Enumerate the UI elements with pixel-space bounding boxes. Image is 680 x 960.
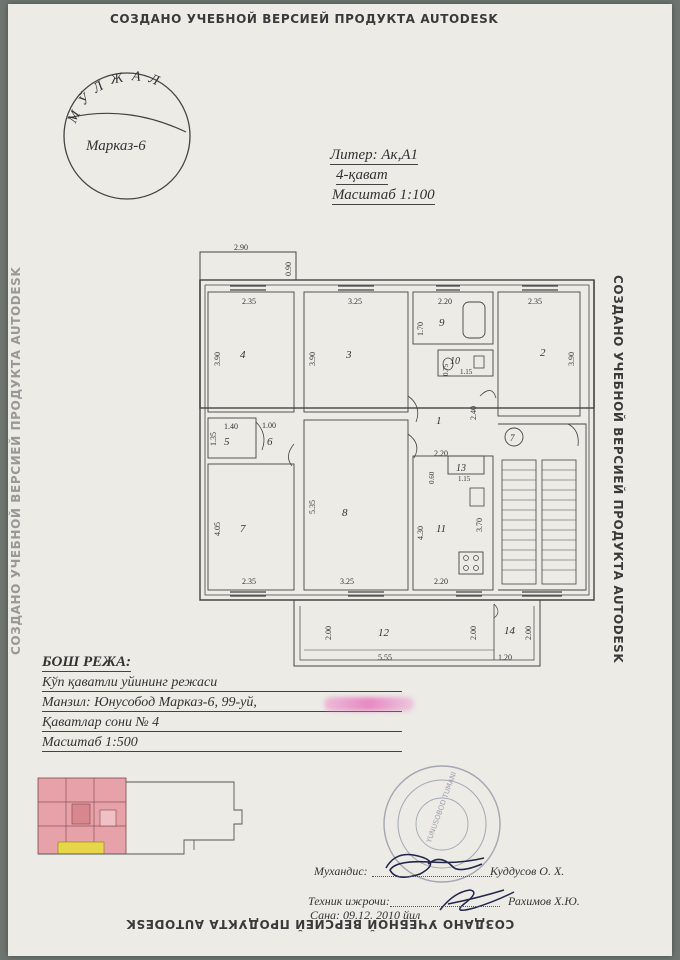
general-plan-subtitle: Кўп қаватли уйининг режаси: [42, 675, 402, 692]
room-10-label: 10: [450, 356, 460, 367]
technician-name: Рахимов Х.Ю.: [508, 894, 580, 908]
dim-room5-width: 1.40: [224, 422, 238, 431]
room-9-label: 9: [439, 317, 445, 329]
dim-room14-height: 2.00: [524, 626, 533, 640]
room-7-stair-label: 7: [510, 433, 515, 443]
site-plan-scale-label: Масштаб 1:500: [42, 735, 402, 752]
floor-label: 4-қават: [336, 167, 388, 185]
dim-room12-height: 2.00: [324, 626, 333, 640]
document-date: Сана: 09.12. 2010 йил: [310, 908, 421, 922]
official-stamp: YUNUSOBOD TUMANI: [383, 765, 501, 883]
dim-room10-width2: 1.15: [460, 368, 473, 376]
dim-room7-width: 2.35: [242, 577, 256, 586]
dim-balcony-depth: 0.90: [284, 262, 293, 276]
engineer-label: Мухандис:: [314, 864, 368, 878]
dim-room6-width: 1.00: [262, 421, 276, 430]
dim-room12-width: 5.55: [378, 653, 392, 662]
dim-room10-width: 0.75: [442, 363, 450, 376]
dim-room2-height: 3.90: [567, 352, 576, 366]
redacted-address-blur: [324, 697, 414, 711]
plan-drawing: МЎЛЖАЛ Марказ-6: [37, 69, 595, 911]
room-1-label: 1: [436, 415, 442, 427]
dim-room11-height2: 3.70: [475, 518, 484, 532]
dim-room5-height: 1.35: [209, 432, 218, 446]
technician-signature: [439, 889, 515, 911]
floors-count-label: Қаватлар сони № 4: [42, 715, 402, 732]
dim-room3-height: 3.90: [308, 352, 317, 366]
svg-text:МЎЛЖАЛ: МЎЛЖАЛ: [65, 69, 169, 126]
dim-room9-width: 2.20: [438, 297, 452, 306]
document-sheet: СОЗДАНО УЧЕБНОЙ ВЕРСИЕЙ ПРОДУКТА AUTODES…: [8, 4, 672, 956]
floor-plan: [199, 251, 595, 667]
room-13-label: 13: [456, 463, 466, 474]
dim-room2-width: 2.35: [528, 297, 542, 306]
room-11-label: 11: [436, 523, 446, 535]
room-12-label: 12: [378, 627, 390, 639]
dim-room4-width: 2.35: [242, 297, 256, 306]
engineer-signature: [385, 853, 485, 878]
room-14-label: 14: [504, 625, 516, 637]
scale-label: Масштаб 1:100: [332, 187, 435, 205]
room-8-label: 8: [342, 507, 348, 519]
dim-room3-width: 3.25: [348, 297, 362, 306]
dim-room7-height: 4.05: [213, 522, 222, 536]
circle-stamp-place: Марказ-6: [85, 138, 146, 154]
liter-label: Литер: Ак,А1: [330, 147, 418, 165]
dim-room9-height: 1.70: [416, 322, 425, 336]
dim-room4-height: 3.90: [213, 352, 222, 366]
dim-room8-height: 5.35: [308, 500, 317, 514]
dim-balcony-width: 2.90: [234, 243, 248, 252]
circle-stamp-arc-text: МЎЛЖАЛ: [65, 69, 161, 126]
room-3-label: 3: [345, 349, 352, 361]
dim-room13-width2: 1.15: [458, 475, 471, 483]
circle-stamp: МЎЛЖАЛ Марказ-6: [63, 69, 191, 200]
room-6-label: 6: [267, 436, 273, 448]
dim-room11-width: 2.20: [434, 577, 448, 586]
room-2-label: 2: [540, 347, 546, 359]
dim-room11-height: 4.30: [416, 526, 425, 540]
engineer-signature-line: [372, 876, 492, 877]
autodesk-watermark-top: СОЗДАНО УЧЕБНОЙ ВЕРСИЕЙ ПРОДУКТА AUTODES…: [110, 12, 499, 26]
dim-room13-width: 2.20: [434, 449, 448, 458]
dim-room14-width: 1.20: [498, 653, 512, 662]
general-plan-title: БОШ РЕЖА:: [42, 654, 131, 672]
room-numbers: 4 3 9 10 2 1 7 5 6 13 7 8 11 12 14: [224, 317, 546, 639]
dim-room13-height: 0.60: [428, 471, 436, 484]
dim-room1-height: 2.40: [469, 406, 478, 420]
room-4-label: 4: [240, 349, 246, 361]
room-5-label: 5: [224, 436, 230, 448]
dim-room8-width: 3.25: [340, 577, 354, 586]
address-label: Манзил: Юнусобод Марказ-6, 99-уй,: [42, 695, 402, 712]
engineer-name: Куддусов О. Х.: [490, 864, 565, 878]
room-7-label: 7: [240, 523, 246, 535]
site-plan-thumbnail: [37, 777, 243, 855]
technician-label: Техник ижрочи:: [308, 894, 390, 908]
technician-signature-line: [390, 906, 500, 907]
dim-room12-height2: 2.00: [469, 626, 478, 640]
dimension-labels: 2.90 0.90 2.35 3.90 3.25 3.90 2.20 1.70 …: [209, 243, 576, 662]
